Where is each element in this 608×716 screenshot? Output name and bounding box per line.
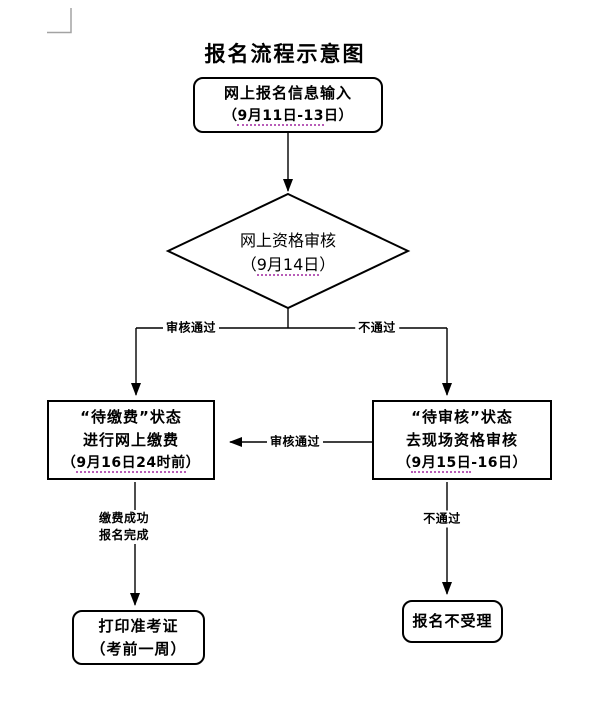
flow-node-pending-onsite-review: “待审核”状态 去现场资格审核 （9月15日-16日） [372, 400, 552, 480]
page-margin-corner-mark [47, 8, 72, 34]
date-text: 9月11日-13 [237, 108, 325, 126]
date-text: 9月15日 [411, 454, 472, 473]
node-line: 进行网上缴费 [82, 430, 179, 449]
page-title: 报名流程示意图 [204, 42, 366, 66]
paren-close: 日） [324, 108, 354, 124]
edge-label-review-approved-left: 审核通过 [162, 319, 220, 337]
edge-label-onsite-approved: 审核通过 [266, 433, 324, 451]
edge-label-onsite-failed: 不通过 [420, 510, 464, 528]
date-rest: -16日） [471, 454, 528, 471]
edge-label-review-failed-right: 不通过 [355, 319, 399, 337]
node-line: （考前一周） [90, 639, 187, 658]
node-line: 去现场资格审核 [405, 430, 518, 449]
flow-node-pending-payment: “待缴费”状态 进行网上缴费 （9月16日24时前） [47, 400, 215, 480]
paren-open: （ [240, 255, 257, 274]
node-line: 报名不受理 [412, 612, 493, 630]
paren-close: ） [319, 255, 336, 274]
flow-node-online-qualification-review: 网上资格审核 （9月14日） [168, 194, 408, 308]
date-text: 9月14日 [256, 255, 320, 276]
node-line: “待审核”状态 [411, 407, 513, 426]
node-date-line: （9月16日24时前） [62, 452, 200, 475]
paren-open: （ [61, 454, 77, 471]
node-date-line: （9月15日-16日） [397, 452, 527, 475]
edge-label-line: 报名完成 [98, 528, 150, 542]
node-line: 网上报名信息输入 [223, 84, 352, 102]
node-date-line: （9月14日） [240, 251, 336, 276]
paren-close: ） [185, 454, 201, 471]
node-line: “待缴费”状态 [80, 407, 182, 426]
edge-label-payment-complete: 缴费成功 报名完成 [95, 510, 153, 544]
paren-open: （ [396, 454, 412, 471]
flow-node-online-registration: 网上报名信息输入 （9月11日-13日） [193, 77, 383, 133]
date-text: 9月16日24时前 [76, 454, 186, 473]
node-line: 打印准考证 [98, 616, 179, 635]
paren-open: （ [222, 108, 238, 124]
flow-node-print-admission-ticket: 打印准考证 （考前一周） [72, 610, 205, 665]
node-date-line: （9月11日-13日） [223, 105, 353, 128]
flow-node-registration-rejected: 报名不受理 [402, 600, 503, 643]
edge-label-line: 缴费成功 [98, 511, 150, 525]
node-line: 网上资格审核 [239, 231, 336, 250]
